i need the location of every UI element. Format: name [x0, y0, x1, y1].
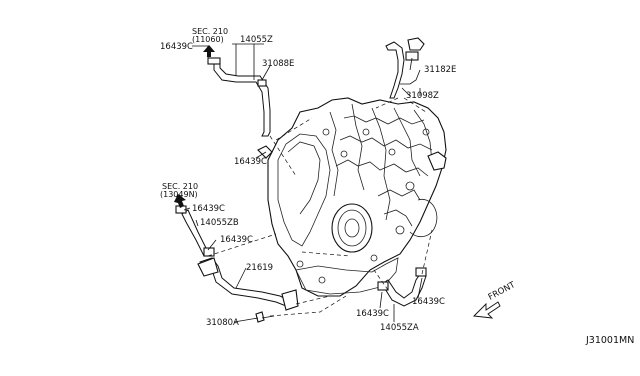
label-hose-top: 14055Z	[240, 35, 273, 45]
leader-lines	[183, 43, 423, 323]
hose-14055zb	[175, 205, 215, 257]
diagram-code: J31001MN	[585, 335, 634, 346]
label-pipe-21619: 21619	[246, 263, 273, 273]
label-part-31182e: 31182E	[424, 65, 456, 75]
label-sec210-top-ref: (11060)	[192, 35, 224, 44]
label-clamp-bottom-left: 16439C	[356, 309, 389, 319]
front-indicator: FRONT	[473, 280, 518, 319]
label-part-31080a: 31080A	[206, 318, 239, 328]
label-sec210-left: SEC. 210	[162, 182, 198, 191]
label-clamp-left-lower: 16439C	[220, 235, 253, 245]
dashed-guides	[207, 97, 433, 317]
label-sec210-top: SEC. 210	[192, 27, 228, 36]
label-front: FRONT	[487, 280, 518, 303]
pipe-21619	[197, 257, 299, 311]
label-part-31088e: 31088E	[262, 59, 294, 69]
hose-14055za	[377, 267, 427, 307]
front-arrow-icon	[473, 301, 501, 319]
label-hose-bottom: 14055ZA	[380, 323, 419, 333]
label-clamp-mid: 16439C	[234, 157, 267, 167]
label-part-31098z: 31098Z	[406, 91, 439, 101]
label-sec210-left-ref: (13049N)	[160, 190, 198, 199]
label-clamp-bottom-right: 16439C	[412, 297, 445, 307]
label-clamp-top-left: 16439C	[160, 42, 193, 52]
label-clamp-left-upper: 16439C	[192, 204, 225, 214]
transmission-assembly	[267, 97, 447, 297]
arrow-up-icon	[203, 45, 215, 57]
hose-31098z	[385, 37, 425, 99]
hose-14055z	[207, 57, 271, 137]
part-labels: SEC. 210 (11060) 16439C 14055Z 31088E 16…	[160, 27, 456, 333]
label-hose-left: 14055ZB	[200, 218, 239, 228]
clamp-16439c-mid	[257, 145, 273, 159]
bolt-31080a	[255, 311, 275, 323]
arrow-down-left-icon	[174, 194, 186, 208]
